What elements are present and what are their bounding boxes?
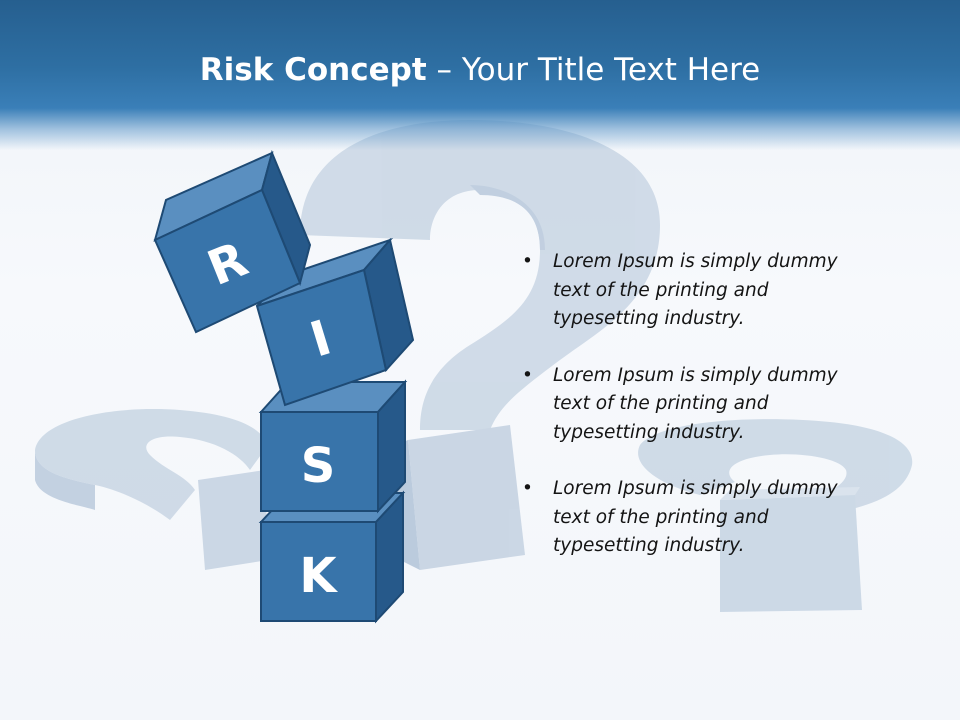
bullet-dot-icon: • <box>522 251 533 272</box>
question-mark-icon <box>300 120 660 570</box>
bullet-dot-icon: • <box>522 364 533 386</box>
bullet-dot-icon: • <box>522 478 533 499</box>
block-i: I <box>255 237 415 407</box>
block-k-letter: K <box>299 548 338 604</box>
block-s-letter: S <box>301 438 336 494</box>
bullet-text: Lorem Ipsum is simply dummy text of the … <box>553 478 838 556</box>
bullet-item: • Lorem Ipsum is simply dummy text of the… <box>522 248 842 334</box>
bullet-text: Lorem Ipsum is simply dummy text of the … <box>553 251 838 329</box>
block-r: R <box>153 149 312 334</box>
bullet-text: Lorem Ipsum is simply dummy text of the … <box>553 364 838 443</box>
bullet-item: • Lorem Ipsum is simply dummy text of the… <box>522 475 842 561</box>
block-k: K <box>258 490 406 624</box>
title-bold: Risk Concept <box>199 52 427 88</box>
slide-title: Risk Concept – Your Title Text Here <box>0 52 960 88</box>
question-mark-icon <box>35 409 268 570</box>
bullet-list: • Lorem Ipsum is simply dummy text of the… <box>522 248 842 589</box>
question-mark-icon <box>638 419 913 612</box>
title-bar <box>0 0 960 150</box>
block-s: S <box>258 379 408 514</box>
bullet-item: • Lorem Ipsum is simply dummy text of the… <box>522 362 842 448</box>
title-rest: – Your Title Text Here <box>436 52 761 88</box>
